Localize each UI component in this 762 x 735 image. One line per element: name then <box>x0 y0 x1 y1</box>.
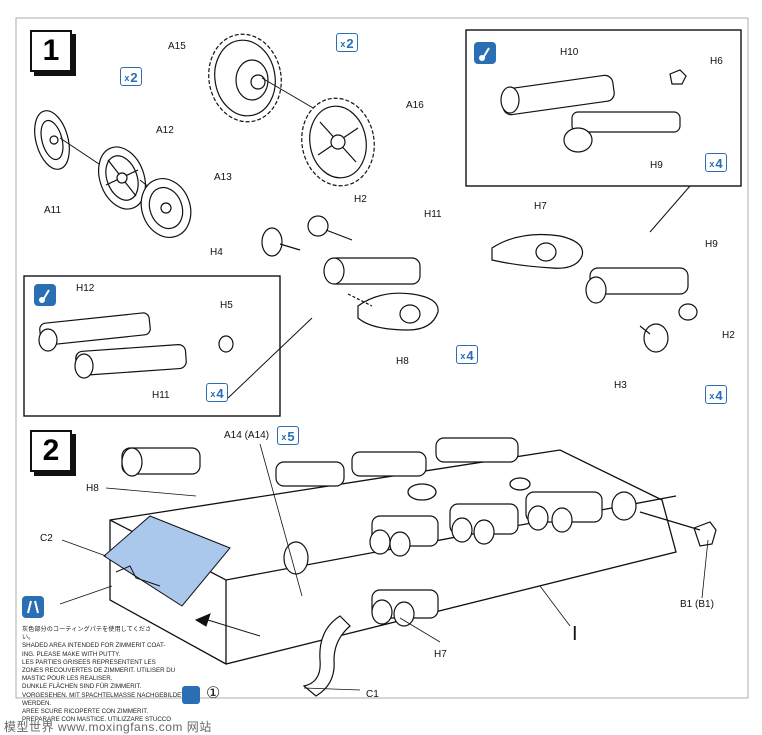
assembly-arrows <box>194 613 261 637</box>
part-label-a16: A16 <box>406 100 424 111</box>
part-label-h7: H7 <box>534 201 547 212</box>
step-number-1: 1 <box>30 30 72 72</box>
part-label-h8: H8 <box>396 356 409 367</box>
part-label-h11: H11 <box>152 390 170 401</box>
detail-h10-h9 <box>500 69 687 153</box>
reference-icon <box>182 686 200 704</box>
part-label-c2: C2 <box>40 533 53 544</box>
part-label-h11: H11 <box>424 209 442 220</box>
part-label-a15: A15 <box>168 41 186 52</box>
sprocket-a16 <box>301 97 375 187</box>
part-label-c1: C1 <box>366 689 379 700</box>
road-wheel-row-top <box>121 437 519 487</box>
putty-icon <box>22 596 44 618</box>
reference-step-number: ① <box>206 685 221 702</box>
idler-wheel-a13 <box>140 178 192 238</box>
part-label-h12: H12 <box>76 283 95 294</box>
part-label-a12: A12 <box>156 125 174 136</box>
part-label-h5: H5 <box>220 300 233 311</box>
part-label-h9: H9 <box>650 160 663 171</box>
part-label-a13: A13 <box>214 172 232 183</box>
idler-wheel-a12 <box>98 146 146 210</box>
road-wheel-row-bottom <box>283 491 637 627</box>
bracket-c1 <box>302 615 351 697</box>
part-label-h2: H2 <box>722 330 735 341</box>
part-label-h6: H6 <box>710 56 723 67</box>
part-label-h4: H4 <box>210 247 223 258</box>
zimmerit-area <box>103 515 231 607</box>
cement-icon <box>474 42 496 64</box>
part-label-h8: H8 <box>86 483 99 494</box>
part-label-h7: H7 <box>434 649 447 660</box>
suspension-right-assembly <box>491 233 698 353</box>
watermark: 模型世界 www.moxingfans.com 网站 <box>4 720 212 734</box>
part-label-h9: H9 <box>705 239 718 250</box>
idler-arm-b1 <box>639 511 717 547</box>
cement-icon <box>34 284 56 306</box>
part-label-i: I <box>572 623 578 645</box>
part-label-h10: H10 <box>560 47 579 58</box>
zimmerit-note: 灰色部分のコーティングパテを使用してくださ い。 SHADED AREA INT… <box>22 626 186 724</box>
sprocket-a15 <box>208 33 282 123</box>
part-label-a11: A11 <box>44 205 62 216</box>
suspension-center-assembly <box>261 215 439 331</box>
detail-h12-h11 <box>38 312 234 379</box>
step-number-2: 2 <box>30 430 72 472</box>
part-label-h2: H2 <box>354 194 367 205</box>
part-label-b1: B1 (B1) <box>680 599 714 610</box>
part-label-h3: H3 <box>614 380 627 391</box>
part-label-a14: A14 (A14) <box>224 430 270 441</box>
idler-wheel-a11 <box>34 110 70 170</box>
